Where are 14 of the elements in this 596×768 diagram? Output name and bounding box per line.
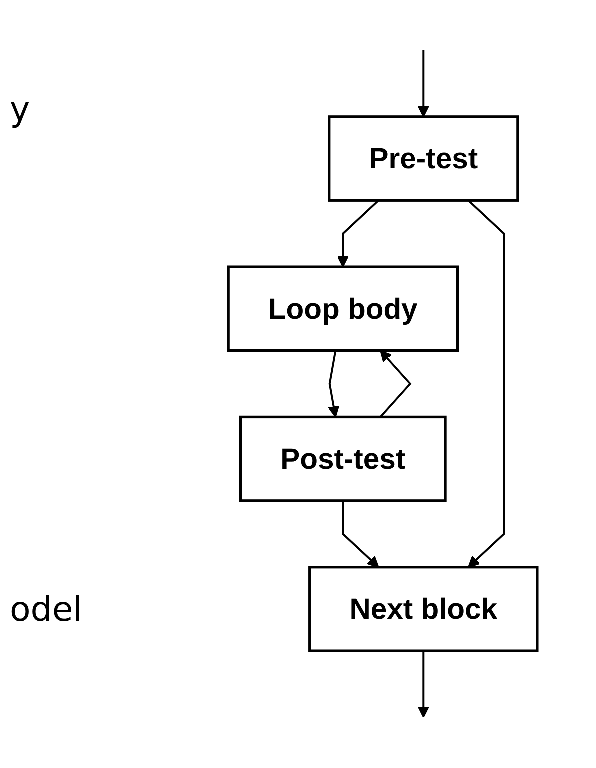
node-box bbox=[328, 116, 520, 202]
text-label: odel bbox=[10, 590, 83, 630]
arrow bbox=[337, 200, 380, 268]
node-box bbox=[227, 266, 459, 352]
arrow bbox=[468, 200, 506, 568]
arrow bbox=[380, 350, 412, 418]
arrow bbox=[328, 350, 340, 418]
arrow bbox=[342, 500, 380, 568]
text-label: y bbox=[10, 90, 30, 130]
node-box bbox=[308, 566, 539, 652]
node-box bbox=[239, 416, 447, 502]
arrow bbox=[418, 50, 430, 118]
flowchart: Pre-test Loop body Post-test Next block bbox=[170, 0, 596, 768]
arrow bbox=[418, 651, 430, 718]
